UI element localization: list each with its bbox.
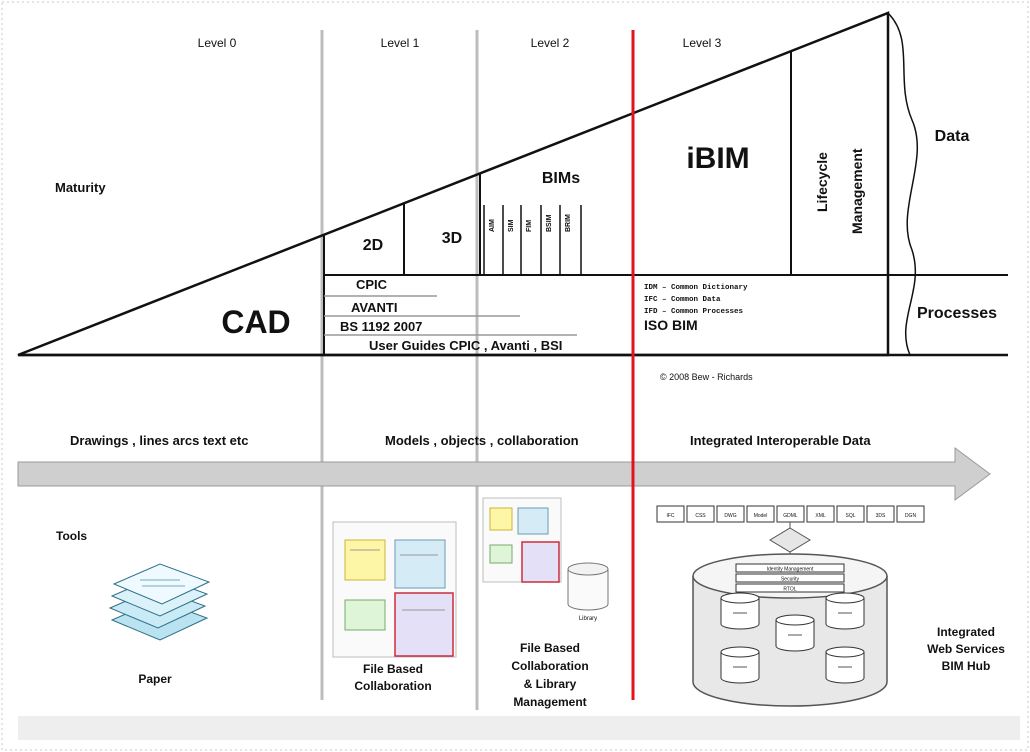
progression-arrow <box>17 447 991 501</box>
level-1-header: Level 1 <box>381 36 420 50</box>
arrow-label-level3: Integrated Interoperable Data <box>690 433 871 448</box>
arrow-label-level12: Models , objects , collaboration <box>385 433 579 448</box>
caption-file-based-2: Collaboration <box>354 679 431 693</box>
hub-database-top <box>775 614 815 626</box>
bim-column-label: SIM <box>508 219 515 232</box>
bim-columns: AIM SIM FIM BSIM BRIM <box>483 205 582 275</box>
paper-stack-icon <box>108 563 211 641</box>
hub-format-strip: IFC CSS DWG Model GDML XML SQL 3DS DGN <box>656 505 925 523</box>
arrow-label-level0: Drawings , lines arcs text etc <box>70 433 248 448</box>
hub-format-label: 3DS <box>876 513 886 519</box>
hub-format-label: GDML <box>783 513 798 519</box>
bim-column-label: BSIM <box>546 214 553 232</box>
management-label: Management <box>849 148 865 234</box>
bim-column-label: FIM <box>526 220 533 232</box>
standard-cpic: CPIC <box>356 277 388 292</box>
standard-bs1192: BS 1192 2007 <box>340 319 422 334</box>
hub-service-bar <box>735 573 845 583</box>
hub-database-top <box>720 592 760 604</box>
hub-format-cell <box>716 505 745 523</box>
tools-label: Tools <box>56 529 87 543</box>
level-0-header: Level 0 <box>198 36 237 50</box>
3d-label: 3D <box>442 230 462 247</box>
ifd-text: IFD – Common Processes <box>644 308 744 316</box>
caption-file-based-1: File Based <box>363 662 423 676</box>
hub-format-label: DWG <box>724 513 736 519</box>
caption-library-4: Management <box>513 695 586 709</box>
hub-service-label: Identity Management <box>767 566 814 572</box>
bims-label: BIMs <box>542 170 580 187</box>
hub-format-label: SQL <box>845 513 855 519</box>
hub-database-top <box>720 646 760 658</box>
level-3-header: Level 3 <box>683 36 722 50</box>
hub-format-cell <box>806 505 835 523</box>
hub-format-label: Model <box>754 513 768 519</box>
hub-databases <box>720 592 865 684</box>
caption-library-1: File Based <box>520 641 580 655</box>
hub-format-cell <box>656 505 685 523</box>
caption-library-3: & Library <box>524 677 577 691</box>
hub-label-1: Integrated <box>937 625 995 639</box>
bottom-band <box>18 716 1020 740</box>
cad-label: CAD <box>221 304 290 340</box>
processes-label: Processes <box>917 305 997 322</box>
open-ended-edge <box>887 12 919 356</box>
2d-label: 2D <box>363 237 383 254</box>
copyright-text: © 2008 Bew - Richards <box>660 372 753 382</box>
hub-format-label: DGN <box>905 513 917 519</box>
hub-service-bar <box>735 583 845 593</box>
hub-service-bar <box>735 563 845 573</box>
bim-column-label: BRIM <box>565 214 572 232</box>
hub-format-label: CSS <box>695 513 706 519</box>
hub-format-cell <box>866 505 895 523</box>
hub-format-label: XML <box>815 513 826 519</box>
hub-format-label: IFC <box>666 513 674 519</box>
hub-service-label: RTOL <box>783 586 796 592</box>
maturity-label: Maturity <box>55 180 106 195</box>
ibim-label: iBIM <box>686 142 749 175</box>
hub-label-2: Web Services <box>927 642 1005 656</box>
idm-text: IDM – Common Dictionary <box>644 284 748 292</box>
hub-format-cell <box>686 505 715 523</box>
hub-format-cell <box>896 505 925 523</box>
ifc-text: IFC – Common Data <box>644 296 721 304</box>
hub-format-cell <box>746 505 775 523</box>
lifecycle-label: Lifecycle <box>814 152 830 212</box>
library-label: Library <box>579 616 597 622</box>
level-2-header: Level 2 <box>531 36 570 50</box>
hub-service-label: Security <box>781 576 800 582</box>
hub-database-top <box>825 646 865 658</box>
caption-library-2: Collaboration <box>511 659 588 673</box>
hub-label-3: BIM Hub <box>942 659 991 673</box>
data-label: Data <box>935 128 970 145</box>
hub-database-top <box>825 592 865 604</box>
standard-avanti: AVANTI <box>351 300 397 315</box>
bim-column-label: AIM <box>489 219 496 232</box>
file-collaboration-screens-icon <box>332 521 457 658</box>
paper-label: Paper <box>138 672 172 686</box>
library-database-icon <box>567 562 609 611</box>
iso-bim-label: ISO BIM <box>644 317 698 333</box>
standard-user-guides: User Guides CPIC , Avanti , BSI <box>369 338 562 353</box>
library-collaboration-screens-icon <box>482 497 562 583</box>
hub-format-cell <box>836 505 865 523</box>
